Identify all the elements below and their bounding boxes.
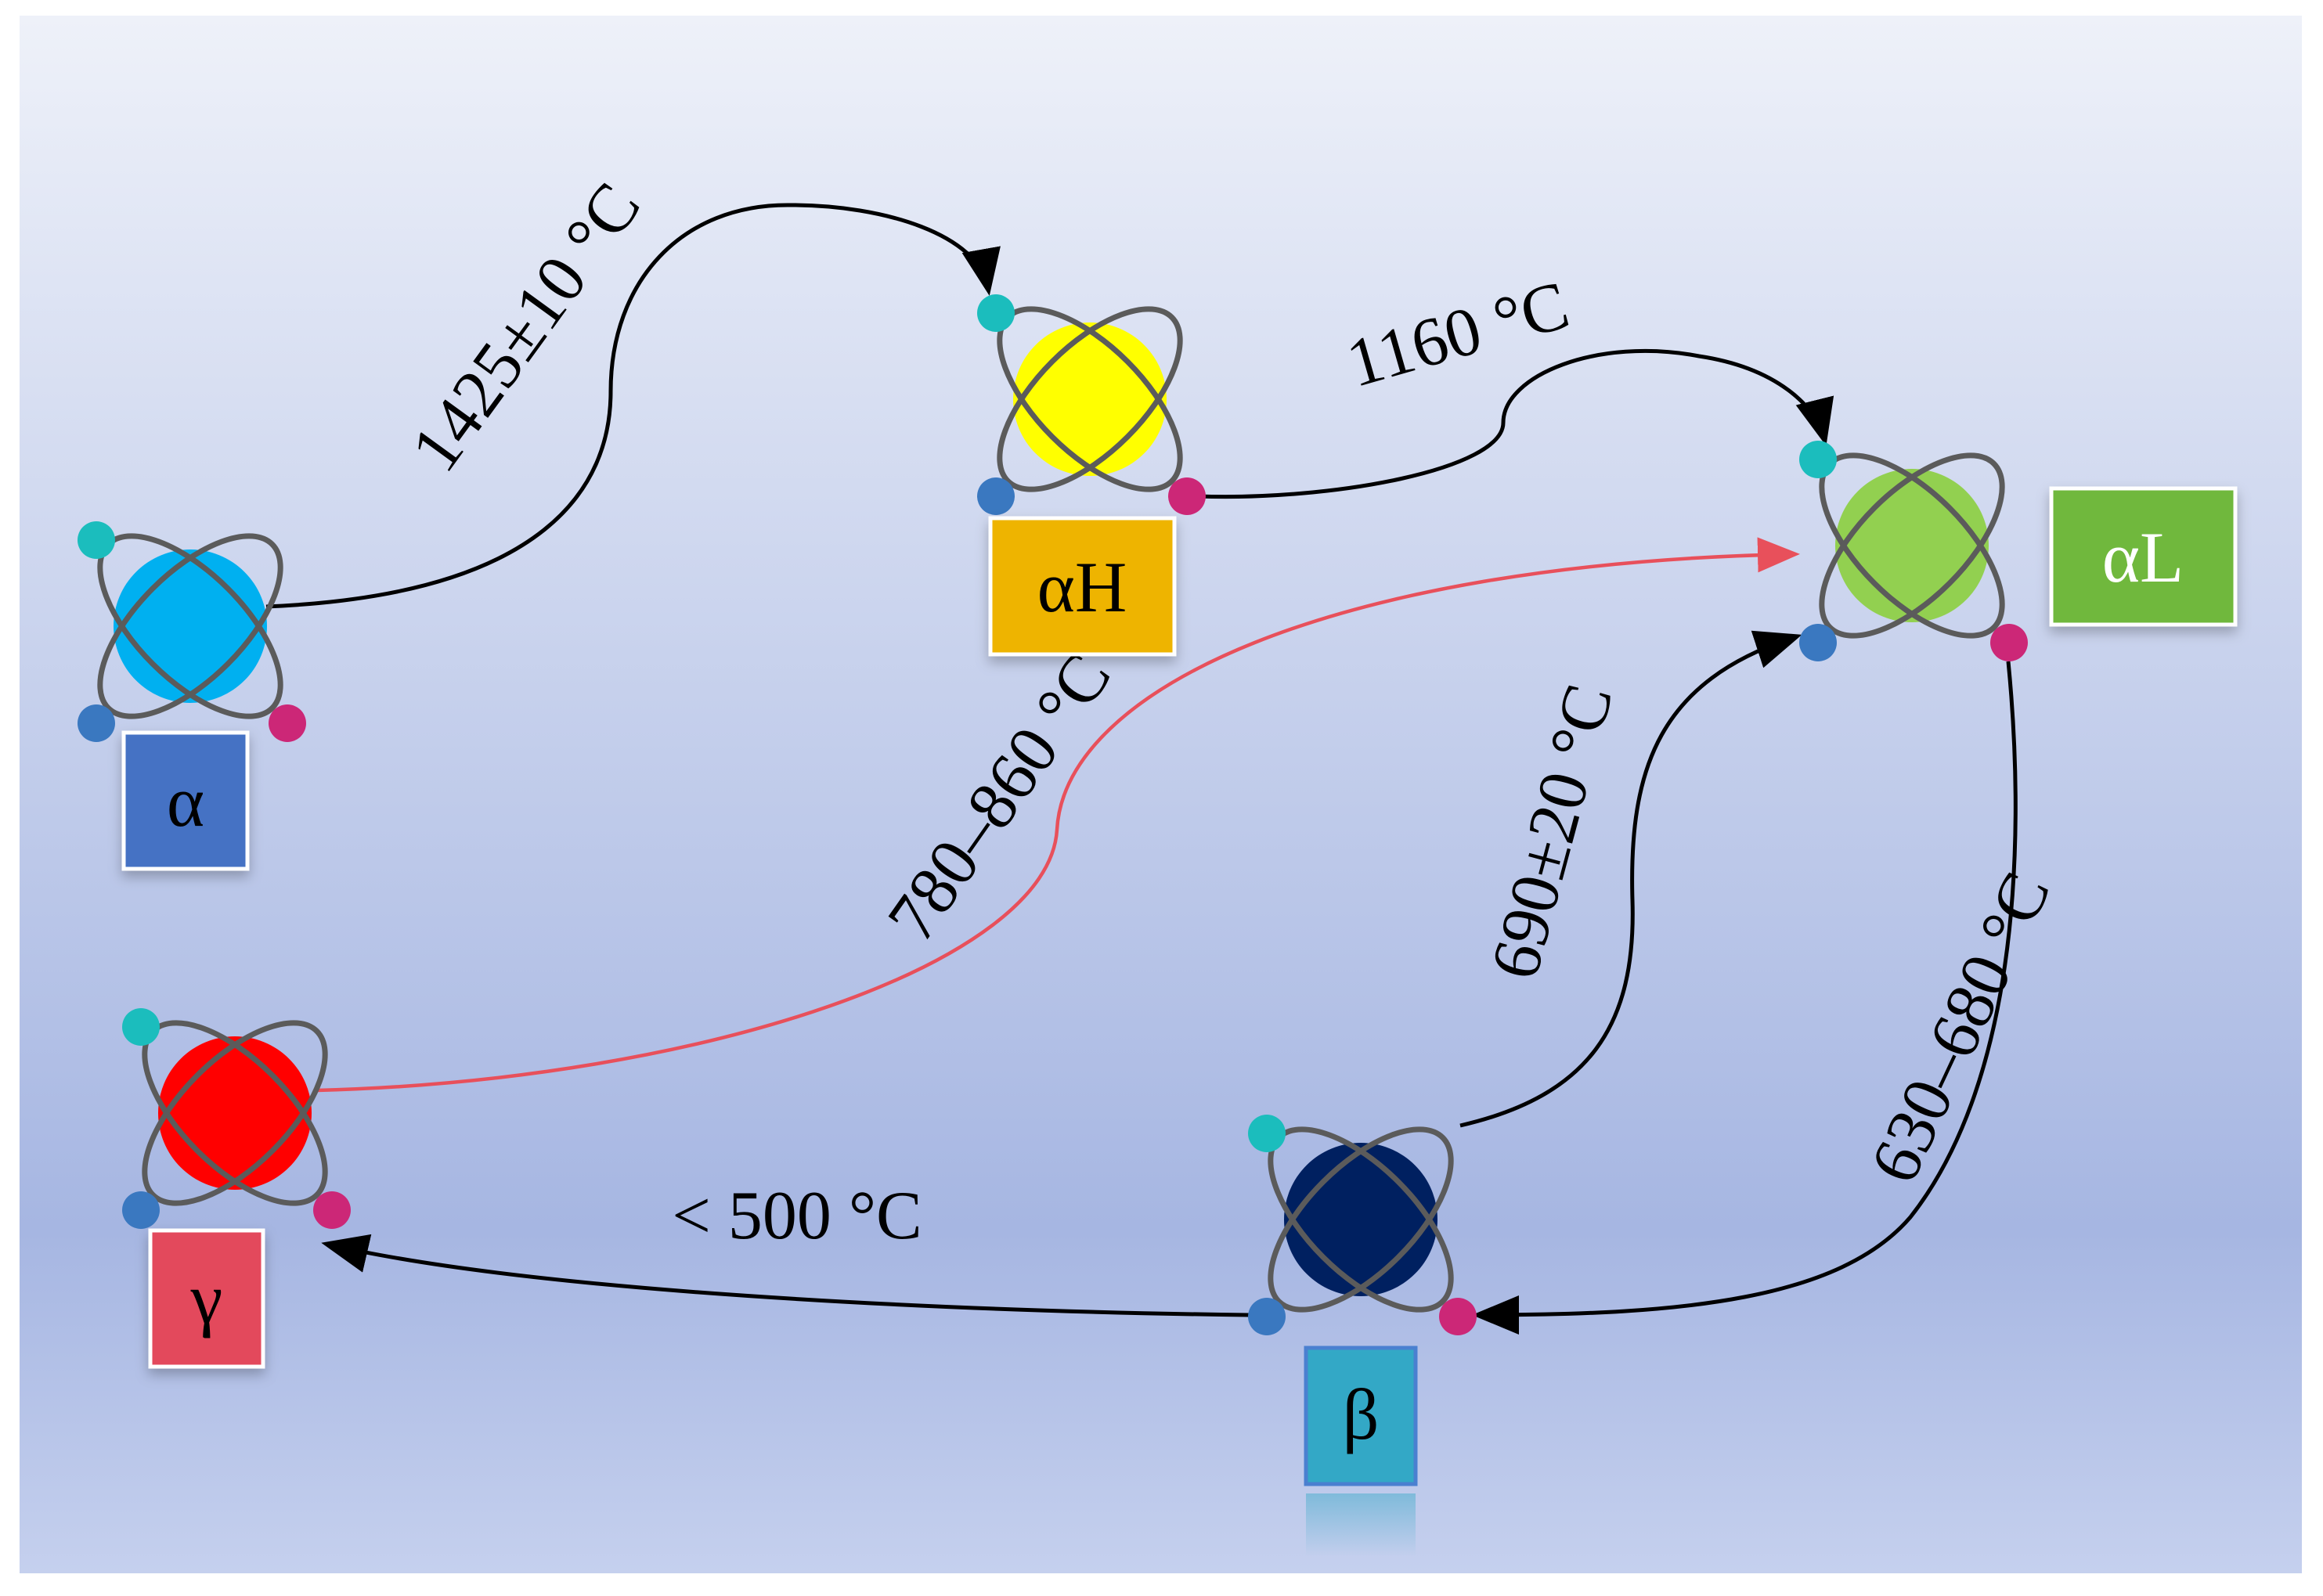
phase-box-alphaH: αH: [988, 516, 1177, 657]
electron-blue-alpha: [78, 704, 115, 742]
electron-teal-beta: [1248, 1115, 1286, 1152]
phase-box-alphaL: αL: [2049, 486, 2238, 627]
electron-magenta-beta: [1439, 1298, 1477, 1335]
phase-box-gamma-bg: [148, 1228, 265, 1369]
arrow-beta-to-gamma: [321, 1234, 1250, 1317]
atom-icon-alphaL: [1799, 441, 2028, 661]
electron-magenta-alphaL: [1990, 624, 2028, 661]
phase-box-alphaH-bg: [988, 516, 1177, 657]
label-beta-to-gamma: < 500 °C: [672, 1178, 922, 1254]
atom-icon-alphaH: [977, 294, 1206, 515]
phase-label-boxes: α αH αL β γ: [121, 486, 2238, 1556]
phase-box-alphaH-label: αH: [1037, 547, 1127, 627]
orbit-ring-gamma: [142, 1020, 328, 1206]
atom-core-gamma: [158, 1036, 312, 1190]
electron-magenta-alphaH: [1168, 477, 1206, 515]
atom-core-alphaL: [1835, 469, 1989, 622]
atom-core-alphaH: [1013, 322, 1167, 476]
electron-blue-gamma: [122, 1191, 160, 1229]
phase-box-alphaL-label: αL: [2102, 517, 2184, 597]
arrow-gamma-to-alphaL: [316, 537, 1800, 1093]
phase-box-beta-label: β: [1343, 1374, 1380, 1454]
atom-icon-gamma: [122, 1008, 351, 1229]
electron-teal-alphaL: [1799, 441, 1837, 478]
phase-box-beta: β: [1304, 1346, 1418, 1556]
phase-box-alphaL-bg: [2049, 486, 2238, 627]
electron-teal-alphaH: [977, 294, 1015, 332]
electron-blue-beta: [1248, 1298, 1286, 1335]
atom-core-alpha: [114, 549, 267, 703]
arrow-alpha-to-alphaH: [265, 203, 1001, 609]
background-panel: [20, 16, 2302, 1573]
orbit-ring-beta: [1268, 1126, 1454, 1313]
phase-box-beta-bg: [1304, 1346, 1418, 1486]
electron-teal-gamma: [122, 1008, 160, 1046]
phase-atoms: [78, 294, 2028, 1335]
electron-blue-alphaL: [1799, 624, 1837, 661]
electron-blue-alphaH: [977, 477, 1015, 515]
phase-box-alpha-label: α: [167, 762, 204, 841]
atom-icon-alpha: [78, 521, 306, 742]
orbit-ring-alphaL: [1819, 452, 2005, 639]
orbit-ring-alphaH: [997, 306, 1183, 492]
electron-teal-alpha: [78, 521, 115, 559]
arrow-alphaL-to-beta: [1472, 661, 2018, 1335]
phase-box-beta-reflection: [1306, 1493, 1416, 1556]
phase-box-alpha-bg: [121, 730, 250, 871]
arrow-beta-to-alphaL: [1459, 630, 1802, 1128]
electron-magenta-alpha: [269, 704, 306, 742]
arrow-alphaH-to-alphaL: [1197, 348, 1834, 499]
orbit-ring-alpha: [97, 533, 283, 719]
electron-magenta-gamma: [313, 1191, 351, 1229]
atom-icon-beta: [1248, 1115, 1477, 1335]
atom-core-beta: [1284, 1143, 1437, 1296]
phase-box-gamma: γ: [148, 1228, 265, 1369]
transition-arrows: [265, 203, 2018, 1335]
phase-box-gamma-label: γ: [190, 1259, 223, 1338]
phase-box-alpha: α: [121, 730, 250, 871]
